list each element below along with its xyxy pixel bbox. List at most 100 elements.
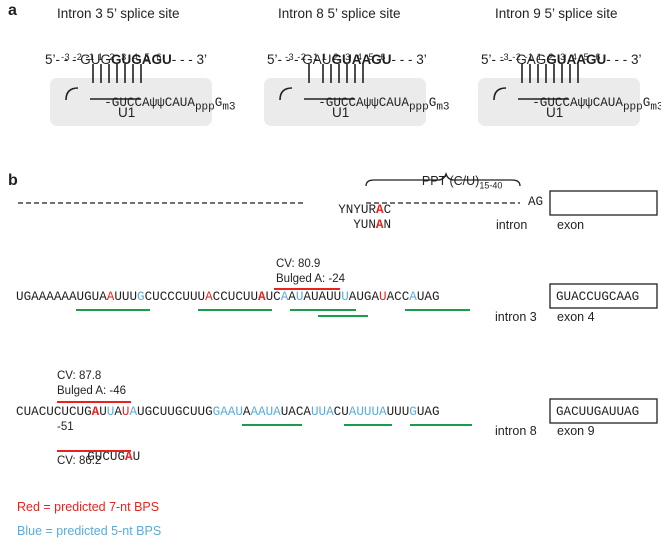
ppt-brace <box>365 171 521 187</box>
nucleotide: A <box>424 290 432 304</box>
cap-g: G <box>642 96 651 110</box>
nucleotide: U <box>379 290 387 304</box>
nucleotide: U <box>363 405 372 419</box>
seq-left: 5’- - - GAG <box>481 52 547 67</box>
branch-a: A <box>376 203 384 217</box>
cv-score: CV: 80.9 <box>276 258 321 270</box>
nucleotide: U <box>386 405 395 419</box>
ppt-label: PPT (C/U)15-40 <box>408 160 502 205</box>
nucleotide: U <box>167 405 175 419</box>
nucleotide: C <box>16 405 24 419</box>
nucleotide: C <box>174 290 183 304</box>
intron-label: intron <box>496 218 528 232</box>
nucleotide: G <box>137 290 145 304</box>
nucleotide: C <box>295 405 304 419</box>
nucleotide: C <box>182 405 190 419</box>
nucleotide: C <box>68 405 77 419</box>
nucleotide: G <box>431 405 440 419</box>
bulged-a-position: Bulged A: -46 <box>57 385 127 397</box>
nucleotide: A <box>348 405 357 419</box>
exon9-sequence: GACUUGAUUAG <box>556 405 640 419</box>
nucleotide: A <box>106 290 115 304</box>
intron3-sequence: UGAAAAAAUGUAAUUUGCUCCCUUUACCUCUUAUCAAUAU… <box>16 290 440 304</box>
cv-score: CV: 87.8 <box>57 370 102 382</box>
nucleotide: A <box>326 405 334 419</box>
nucleotide: U <box>189 290 198 304</box>
nucleotide: U <box>99 405 107 419</box>
nucleotide: U <box>341 405 349 419</box>
nucleotide: G <box>174 405 183 419</box>
nucleotide: U <box>129 290 137 304</box>
nucleotide: G <box>84 405 92 419</box>
u1-label: U1 <box>332 105 350 120</box>
alternate-bps-sequence: GUCUGAU <box>57 436 140 478</box>
nucleotide: U <box>227 290 236 304</box>
nucleotide: A <box>129 405 137 419</box>
nucleotide: G <box>144 405 153 419</box>
nucleotide: A <box>280 290 289 304</box>
position-numbers: -3 -2 -1 1 2 3 4 5 6 <box>61 52 162 62</box>
pre-mrna-sequence: 5’- - - GUGGUGAGU- - - 3’ <box>30 37 207 82</box>
nucleotide: U <box>91 290 100 304</box>
nucleotide: A <box>68 290 77 304</box>
nucleotide: C <box>220 290 228 304</box>
nucleotide: A <box>220 405 228 419</box>
cap-m3: m3 <box>650 101 661 114</box>
u1-label: U1 <box>118 105 136 120</box>
ag-dinucleotide: AG <box>528 195 544 209</box>
minus51-position: -51 <box>57 421 74 433</box>
legend-red: Red = predicted 7-nt BPS <box>17 500 160 514</box>
u1-5prime-hook <box>493 87 507 101</box>
nucleotide: U <box>356 290 364 304</box>
intron8-sequence: CUACUCUCUGAUUAUAUGCUUGCUUGGAAUAAAUAUACAU… <box>16 405 440 419</box>
nucleotide: A <box>273 405 281 419</box>
nucleotide: U <box>152 290 160 304</box>
nucleotide: A <box>31 405 39 419</box>
bulged-a-position: Bulged A: -24 <box>276 273 346 285</box>
intron3-label: intron 3 <box>495 310 537 324</box>
panel-a-label: a <box>8 2 17 19</box>
nucleotide: U <box>310 290 319 304</box>
nucleotide: A <box>61 290 69 304</box>
nucleotide: A <box>242 405 251 419</box>
nucleotide: A <box>31 290 39 304</box>
nucleotide: A <box>53 290 62 304</box>
nucleotide: C <box>235 290 243 304</box>
nucleotide: U <box>356 405 364 419</box>
nucleotide: C <box>53 405 62 419</box>
splice-motif: GUAAGU <box>546 52 607 67</box>
nucleotide: A <box>258 290 266 304</box>
motif-post: C <box>383 203 392 217</box>
nucleotide: U <box>121 290 130 304</box>
site-title: Intron 9 5’ splice site <box>495 6 618 21</box>
motif-post: N <box>383 218 392 232</box>
nucleotide: A <box>424 405 432 419</box>
pre-mrna-sequence: 5’- - - GAUGUAAGU- - - 3’ <box>252 37 427 82</box>
nucleotide: G <box>363 290 372 304</box>
nucleotide: C <box>401 290 410 304</box>
nucleotide: U <box>416 290 425 304</box>
nucleotide: A <box>258 405 266 419</box>
nucleotide: G <box>205 405 213 419</box>
nucleotide: U <box>197 405 206 419</box>
nucleotide: U <box>235 405 243 419</box>
ppt-text: PPT (C/U) <box>421 174 480 188</box>
nucleotide: U <box>106 405 115 419</box>
nucleotide: U <box>394 405 402 419</box>
nucleotide: U <box>114 290 122 304</box>
nucleotide: A <box>288 405 296 419</box>
intron8-label: intron 8 <box>495 424 537 438</box>
exon9-box <box>549 398 658 424</box>
nucleotide: G <box>212 405 221 419</box>
cap-ppp: ppp <box>622 101 643 114</box>
legend-blue: Blue = predicted 5-nt BPS <box>17 524 162 538</box>
nucleotide: A <box>386 290 395 304</box>
cap-ppp: ppp <box>194 101 215 114</box>
cap-m3: m3 <box>222 101 236 114</box>
u1-box <box>264 78 426 126</box>
nucleotide: G <box>431 290 440 304</box>
green-bps-underlines-intron3 <box>76 309 470 317</box>
nucleotide: A <box>303 290 311 304</box>
cap-g: G <box>428 96 437 110</box>
